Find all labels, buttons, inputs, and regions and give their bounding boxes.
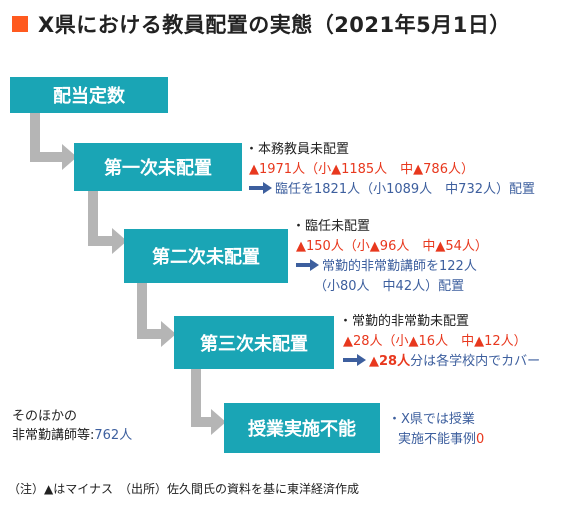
connector-3-head [161,321,176,347]
note-second-action-text: 常勤的非常勤講師を122人 [322,259,477,274]
box-first-unassigned: 第一次未配置 [74,143,242,191]
title-square-icon [12,16,28,32]
note-second: ・臨任未配置 ▲150人（小▲96人 中▲54人） 常勤的非常勤講師を122人 … [292,217,488,297]
other-part-time-label: 非常勤講師等: [12,428,95,443]
note-first-action: 臨任を1821人（小1089人 中732人）配置 [245,180,535,200]
note-second-heading: ・臨任未配置 [292,219,371,234]
note-first-shortage: ▲1971人（小▲1185人 中▲786人） [249,162,474,177]
other-part-time-count: 762人 [94,428,133,443]
note-first: ・本務教員未配置 ▲1971人（小▲1185人 中▲786人） 臨任を1821人… [245,140,535,200]
right-arrow-icon [296,259,319,271]
source-footnote: （注）▲はマイナス （出所）佐久間氏の資料を基に東洋経済作成 [8,482,359,496]
box-class-impossible: 授業実施不能 [224,403,380,453]
note-fourth-line2: 実施不能事例0 [388,430,484,450]
note-second-action-detail: （小80人 中42人）配置 [314,279,465,294]
connector-2-horizontal [88,236,114,246]
note-third-action: ▲28人分は各学校内でカバー [339,352,540,372]
note-third: ・常勤的非常勤未配置 ▲28人（小▲16人 中▲12人） ▲28人分は各学校内で… [339,312,540,372]
connector-4-horizontal [191,417,213,427]
connector-1-vertical [30,112,40,162]
box-haito-teisu: 配当定数 [10,77,168,113]
connector-3-vertical [137,283,147,339]
note-fourth-line2-text: 実施不能事例 [398,432,477,447]
connector-2-vertical [88,190,98,246]
connector-2-head [112,228,127,254]
note-fourth: ・X県では授業 実施不能事例0 [388,410,484,450]
box-second-unassigned: 第二次未配置 [124,229,288,283]
note-third-action-count: ▲28人 [369,354,411,369]
right-arrow-icon [249,182,272,194]
connector-4-vertical [191,369,201,427]
connector-1-head [62,144,77,170]
right-arrow-icon [343,354,366,366]
note-fourth-line1: ・X県では授業 [388,412,475,427]
connector-4-head [211,409,226,435]
note-first-action-text: 臨任を1821人（小1089人 中732人）配置 [275,182,535,197]
note-fourth-count: 0 [476,432,485,447]
note-second-shortage: ▲150人（小▲96人 中▲54人） [296,239,488,254]
other-part-time-line2: 非常勤講師等:762人 [12,426,132,445]
note-first-heading: ・本務教員未配置 [245,142,350,157]
note-second-action: 常勤的非常勤講師を122人 [292,257,488,277]
note-third-shortage: ▲28人（小▲16人 中▲12人） [343,334,527,349]
page-title: X県における教員配置の実態（2021年5月1日） [38,13,511,37]
title-bar: X県における教員配置の実態（2021年5月1日） [12,8,511,40]
note-third-action-text: 分は各学校内でカバー [410,354,541,369]
box-third-unassigned: 第三次未配置 [174,316,334,369]
note-third-heading: ・常勤的非常勤未配置 [339,314,470,329]
other-part-time-line1: そのほかの [12,409,78,424]
connector-3-horizontal [137,329,163,339]
connector-1-horizontal [30,152,64,162]
other-part-time: そのほかの 非常勤講師等:762人 [12,407,132,445]
